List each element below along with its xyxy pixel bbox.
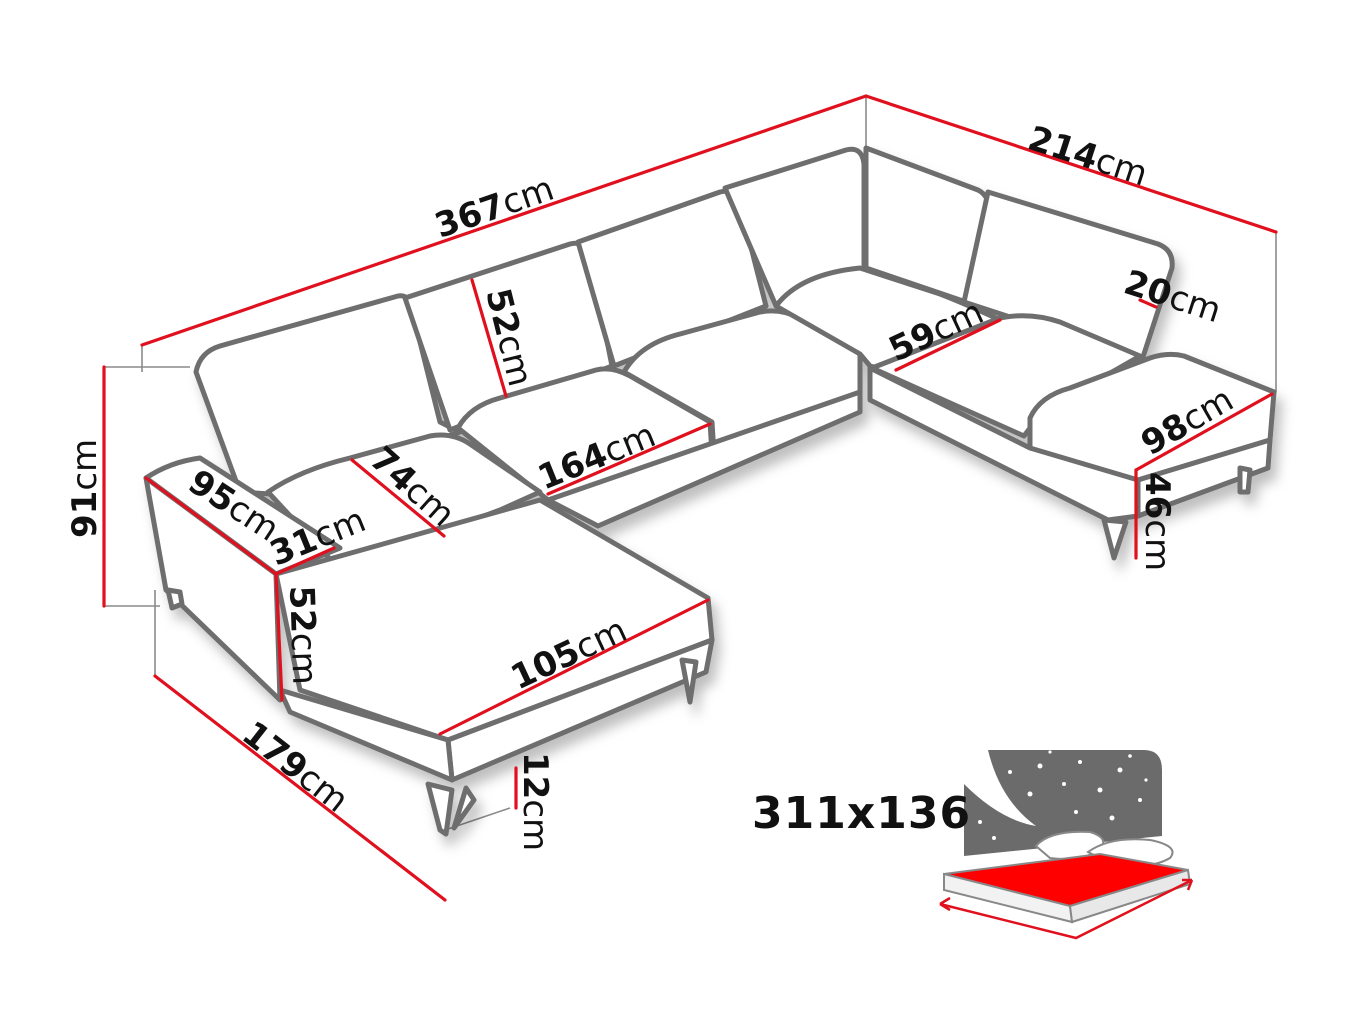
left-armrest-top — [143, 455, 343, 577]
label-total-width: 367cm — [430, 169, 559, 247]
label-leg-height: 12cm — [515, 752, 555, 851]
label-height: 91cm — [65, 439, 105, 538]
leg-1 — [425, 781, 455, 837]
bed-with-night-sky-icon — [939, 750, 1194, 940]
sleeping-area-label: 311x136 — [752, 788, 972, 839]
leg-3 — [679, 657, 699, 705]
label-armrest-height: 52cm — [281, 585, 324, 685]
right-end-front — [1135, 437, 1273, 519]
sofa-body — [143, 145, 1277, 837]
dimension-lines — [102, 94, 1278, 902]
middle-base — [545, 389, 863, 529]
chaise-side — [277, 687, 455, 783]
leg-6 — [165, 587, 185, 611]
leg-4 — [1101, 517, 1129, 561]
leg-5 — [1237, 465, 1253, 495]
label-seat-height: 46cm — [1137, 472, 1177, 571]
label-right-depth: 214cm — [1023, 119, 1152, 195]
leg-2 — [451, 785, 477, 831]
